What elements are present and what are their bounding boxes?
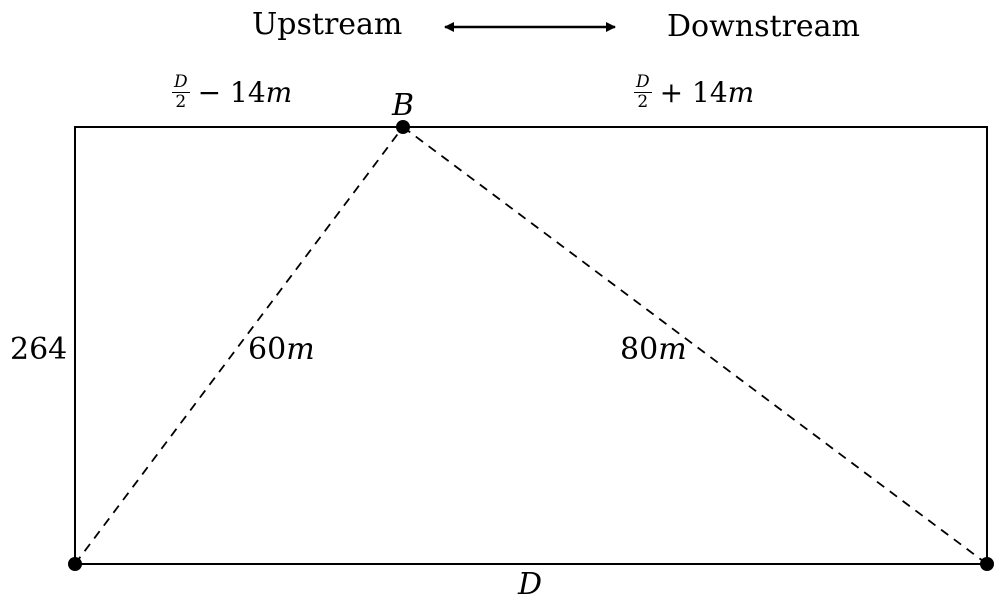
fraction-d-over-2: D 2 [172,74,190,111]
offset-value: − 14 [197,75,266,109]
unit: m [265,75,293,109]
point-bottom-left [68,557,82,571]
bottom-length-label: D [518,567,543,602]
river-rectangle [74,126,988,565]
right-segment-label: 80m [620,335,687,365]
point-b [396,120,410,134]
point-b-label: B [392,88,415,123]
fraction-denominator: 2 [175,92,187,112]
segment-value: 60 [248,332,287,367]
offset-value: + 14 [659,75,728,109]
width-label: 264 [10,332,68,367]
fraction-denominator: 2 [637,92,649,112]
downstream-label: Downstream [667,9,860,44]
unit: m [286,332,315,367]
unit: m [658,332,687,367]
fraction-d-over-2: D 2 [634,74,652,111]
fraction-numerator: D [634,72,652,93]
unit: m [727,75,755,109]
left-segment-label: 60m [248,335,315,365]
dashed-path-right [402,126,988,565]
dashed-path-left [74,126,404,565]
point-bottom-right [980,557,994,571]
fraction-numerator: D [172,72,190,93]
upstream-label: Upstream [252,7,403,42]
segment-value: 80 [620,332,659,367]
